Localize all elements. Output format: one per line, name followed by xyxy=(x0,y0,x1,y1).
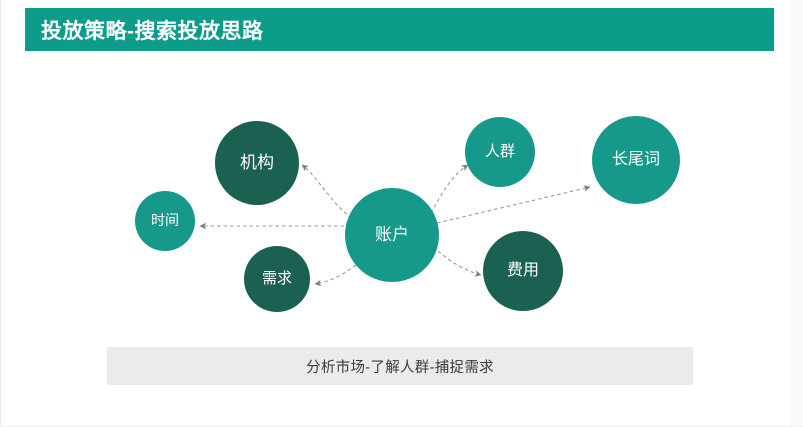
diagram-node-cost[interactable]: 费用 xyxy=(483,231,563,311)
diagram-node-account-label: 账户 xyxy=(375,224,409,244)
footer-caption-text: 分析市场-了解人群-捕捉需求 xyxy=(306,359,494,376)
connector-account-to-cost xyxy=(437,250,482,277)
diagram-node-time[interactable]: 时间 xyxy=(135,191,195,251)
diagram-node-longtail-keyword[interactable]: 长尾词 xyxy=(592,116,680,204)
footer-caption-bar: 分析市场-了解人群-捕捉需求 xyxy=(107,347,693,385)
diagram-node-longtail-keyword-label: 长尾词 xyxy=(611,151,660,169)
diagram-node-audience-label: 人群 xyxy=(484,142,515,160)
slide-title-band: 投放策略-搜索投放思路 xyxy=(25,8,774,51)
connector-account-to-demand xyxy=(314,264,357,287)
connector-account-to-audience xyxy=(430,164,469,214)
diagram-node-account[interactable]: 账户 xyxy=(345,188,439,282)
diagram-node-institution[interactable]: 机构 xyxy=(215,121,299,205)
page-title: 投放策略-搜索投放思路 xyxy=(41,19,264,43)
connector-account-to-longtail xyxy=(436,185,591,224)
diagram-node-demand[interactable]: 需求 xyxy=(244,246,310,312)
diagram-area: 账户 机构 时间 需求 人群 长尾词 费用 xyxy=(0,55,790,335)
connector-account-to-institution xyxy=(301,164,353,219)
page-edge-right xyxy=(790,0,803,427)
page-edge-left xyxy=(0,0,1,427)
diagram-node-demand-label: 需求 xyxy=(261,269,292,287)
diagram-node-cost-label: 费用 xyxy=(506,262,539,280)
diagram-node-audience[interactable]: 人群 xyxy=(465,117,535,187)
diagram-node-time-label: 时间 xyxy=(151,212,179,229)
diagram-node-institution-label: 机构 xyxy=(240,152,274,172)
